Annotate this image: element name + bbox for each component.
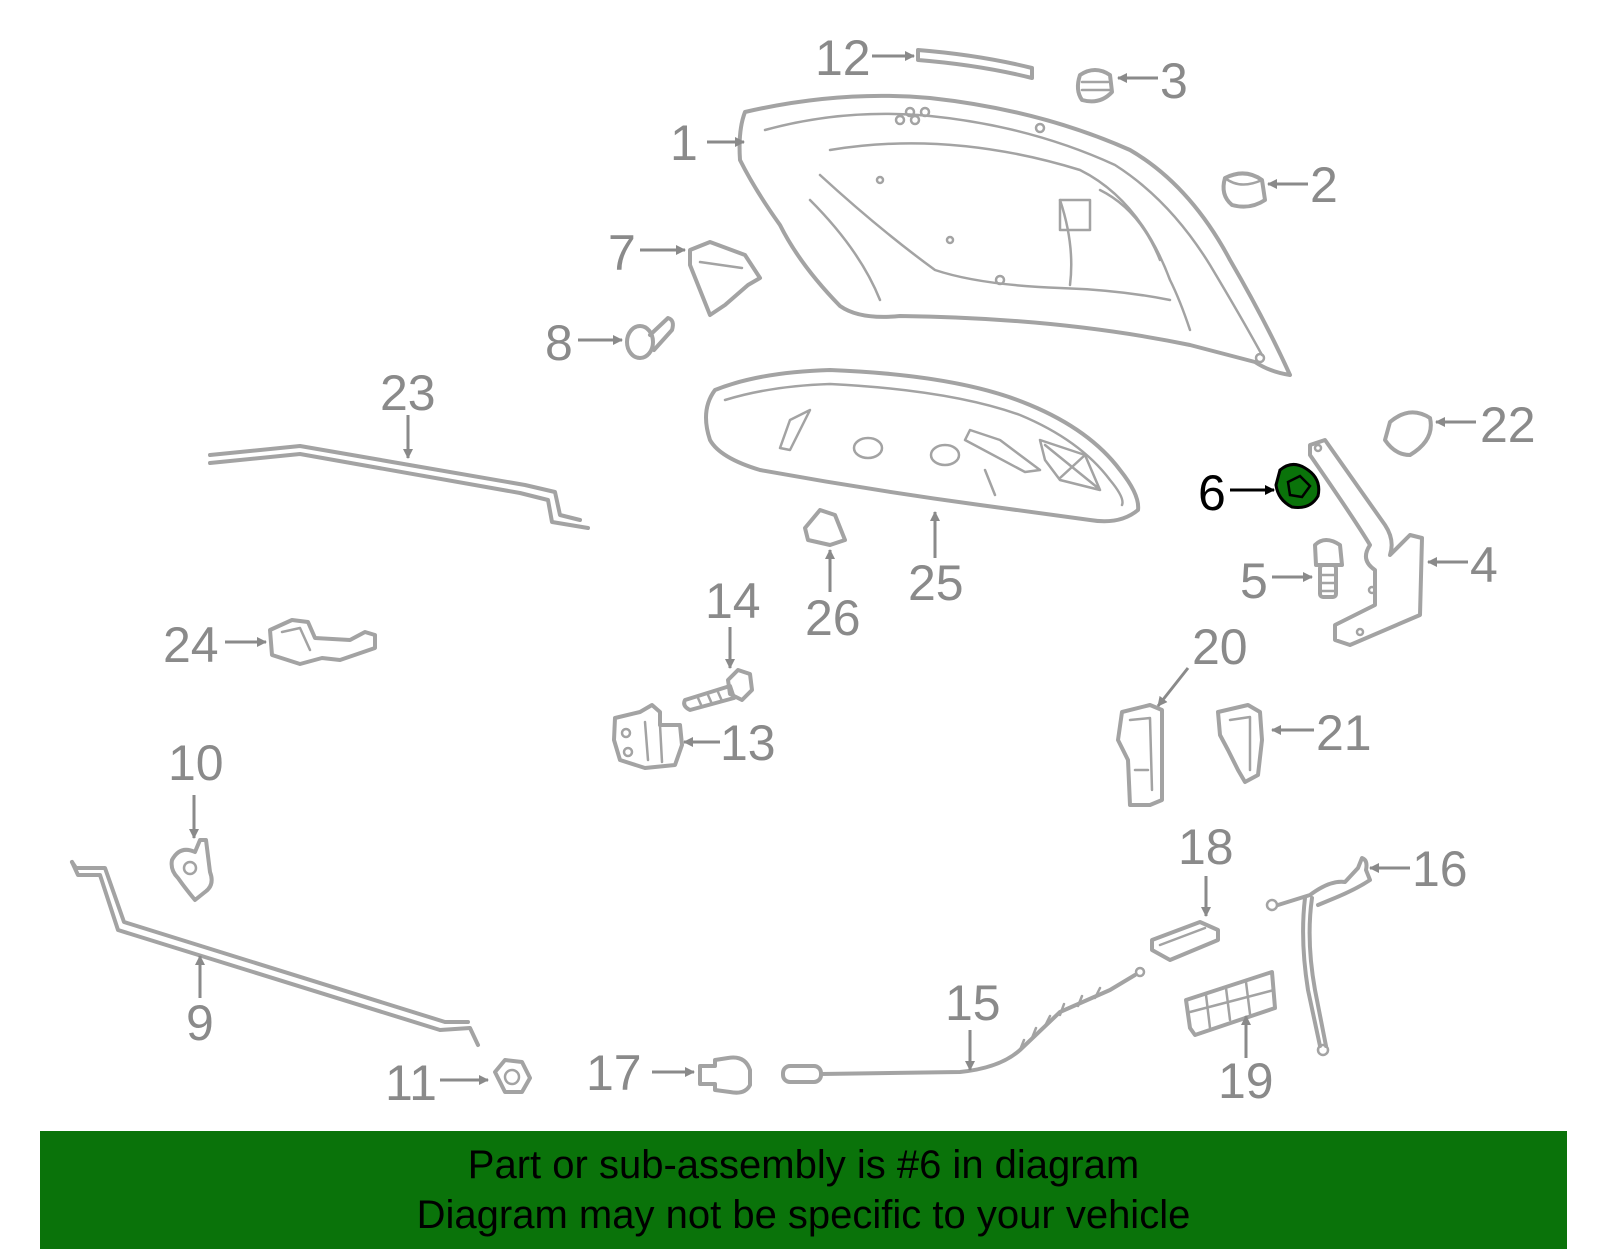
svg-text:24: 24 [163, 617, 219, 673]
callout-24: 24 [163, 617, 267, 673]
svg-text:17: 17 [586, 1045, 642, 1101]
svg-text:20: 20 [1192, 619, 1248, 675]
part-11-nut[interactable] [493, 1058, 532, 1094]
svg-text:19: 19 [1218, 1053, 1274, 1109]
svg-text:8: 8 [545, 315, 573, 371]
svg-text:25: 25 [908, 555, 964, 611]
svg-text:7: 7 [608, 225, 636, 281]
callout-20: 20 [1156, 619, 1248, 707]
callout-23: 23 [380, 365, 436, 459]
callout-14: 14 [705, 573, 761, 669]
callout-10: 10 [168, 735, 224, 839]
part-9-prop-rod[interactable] [70, 860, 480, 1047]
callout-16: 16 [1369, 841, 1468, 897]
part-17-release-handle[interactable] [698, 1055, 752, 1095]
svg-text:6: 6 [1198, 465, 1226, 521]
info-banner: Part or sub-assembly is #6 in diagram Di… [40, 1131, 1567, 1249]
part-8-push-pin[interactable] [625, 316, 675, 360]
callout-21: 21 [1271, 705, 1372, 761]
part-1-hood-panel[interactable] [737, 93, 1292, 377]
callout-3: 3 [1117, 53, 1188, 109]
banner-line-2: Diagram may not be specific to your vehi… [416, 1193, 1191, 1237]
part-2-bumper[interactable] [1221, 171, 1267, 209]
part-18-clip[interactable] [1150, 920, 1220, 962]
callout-9: 9 [186, 955, 214, 1051]
callout-1: 1 [670, 115, 745, 171]
svg-text:22: 22 [1480, 397, 1536, 453]
callout-17: 17 [586, 1045, 695, 1101]
callout-25: 25 [908, 511, 964, 611]
callout-13: 13 [683, 715, 776, 771]
svg-text:15: 15 [945, 975, 1001, 1031]
callout-26: 26 [805, 549, 861, 646]
callout-5: 5 [1240, 553, 1313, 609]
svg-text:14: 14 [705, 573, 761, 629]
svg-text:9: 9 [186, 995, 214, 1051]
svg-text:12: 12 [815, 30, 871, 86]
part-22-cover[interactable] [1383, 410, 1433, 457]
callout-15: 15 [945, 975, 1001, 1071]
part-21-bracket[interactable] [1216, 703, 1264, 784]
svg-text:18: 18 [1178, 819, 1234, 875]
svg-text:3: 3 [1160, 53, 1188, 109]
part-19-pad[interactable] [1184, 970, 1277, 1037]
part-14-bolt[interactable] [682, 668, 754, 712]
part-3-clip[interactable] [1075, 68, 1114, 104]
svg-text:26: 26 [805, 590, 861, 646]
part-16-latch-cable[interactable] [1265, 856, 1372, 1057]
callout-18: 18 [1178, 819, 1234, 917]
callout-12: 12 [815, 30, 915, 86]
callout-11: 11 [385, 1055, 489, 1111]
part-20-bracket[interactable] [1116, 703, 1164, 807]
part-26-clip[interactable] [803, 508, 847, 547]
svg-text:21: 21 [1316, 705, 1372, 761]
part-6-nut-highlighted[interactable] [1274, 463, 1321, 509]
svg-text:23: 23 [380, 365, 436, 421]
part-24-bracket[interactable] [268, 618, 377, 666]
svg-text:5: 5 [1240, 553, 1268, 609]
callout-8: 8 [545, 315, 623, 371]
svg-text:2: 2 [1310, 157, 1338, 213]
part-4-hinge[interactable] [1308, 438, 1424, 647]
callout-4: 4 [1427, 537, 1498, 593]
svg-text:10: 10 [168, 735, 224, 791]
svg-text:11: 11 [385, 1055, 437, 1111]
part-7-bracket[interactable] [688, 240, 762, 317]
callout-6: 6 [1198, 465, 1275, 521]
svg-text:4: 4 [1470, 537, 1498, 593]
svg-text:13: 13 [720, 715, 776, 771]
part-15-release-cable[interactable] [781, 966, 1146, 1084]
part-10-rod-holder[interactable] [169, 838, 214, 902]
svg-text:1: 1 [670, 115, 698, 171]
callout-22: 22 [1435, 397, 1536, 453]
part-23-support-rod[interactable] [208, 444, 590, 530]
callout-19: 19 [1218, 1015, 1274, 1109]
svg-text:16: 16 [1412, 841, 1468, 897]
part-12-seal-strip[interactable] [916, 48, 1034, 80]
callout-7: 7 [608, 225, 686, 281]
part-13-latch[interactable] [612, 703, 684, 770]
part-5-bolt[interactable] [1313, 538, 1344, 599]
callout-2: 2 [1267, 157, 1338, 213]
banner-line-1: Part or sub-assembly is #6 in diagram [467, 1143, 1140, 1187]
part-25-insulator[interactable] [704, 368, 1141, 524]
